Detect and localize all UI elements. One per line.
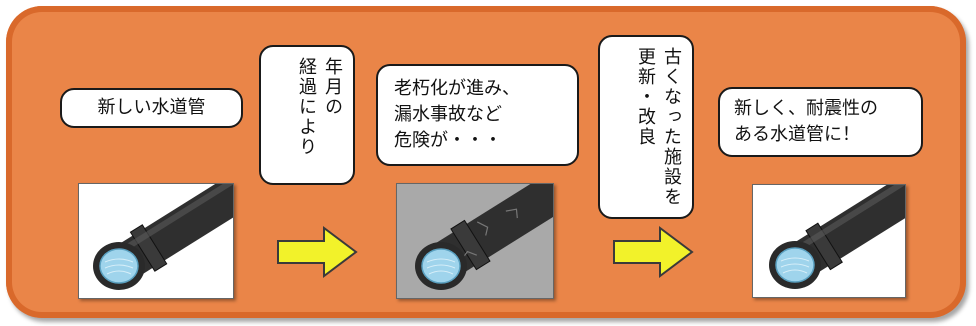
label-aging: 老朽化が進み、 漏水事故など 危険が・・・ bbox=[376, 64, 579, 166]
label-renewal: 古くなった施設を 更新・改良 bbox=[598, 35, 694, 219]
years-passing-line-1: 年月の bbox=[322, 57, 343, 117]
renewed-pipe-image bbox=[769, 171, 929, 289]
new-pipe-image bbox=[93, 172, 255, 290]
label-new-pipe: 新しい水道管 bbox=[60, 88, 243, 128]
photo-old-pipe bbox=[396, 170, 573, 299]
years-passing-line-2: 経過により bbox=[296, 57, 317, 157]
label-new-pipe-text: 新しい水道管 bbox=[97, 97, 206, 118]
arrow-1 bbox=[277, 226, 358, 278]
renewal-line-1: 古くなった施設を bbox=[661, 47, 682, 207]
result-line-2: ある水道管に！ bbox=[734, 124, 860, 145]
label-years-passing: 年月の 経過により bbox=[259, 45, 355, 185]
renewal-line-2: 更新・改良 bbox=[635, 47, 656, 147]
label-result: 新しく、耐震性の ある水道管に！ bbox=[718, 87, 923, 157]
photo-renewed-pipe bbox=[752, 171, 929, 298]
result-line-1: 新しく、耐震性の bbox=[734, 98, 878, 119]
arrow-2 bbox=[613, 226, 694, 278]
aging-line-3: 危険が・・・ bbox=[394, 130, 502, 151]
photo-new-pipe bbox=[78, 172, 255, 299]
old-pipe-image bbox=[415, 170, 573, 290]
years-passing-lines: 年月の 経過により bbox=[293, 57, 345, 173]
aging-line-2: 漏水事故など bbox=[394, 104, 502, 125]
aging-line-1: 老朽化が進み、 bbox=[394, 78, 520, 99]
renewal-lines: 古くなった施設を 更新・改良 bbox=[632, 47, 684, 207]
